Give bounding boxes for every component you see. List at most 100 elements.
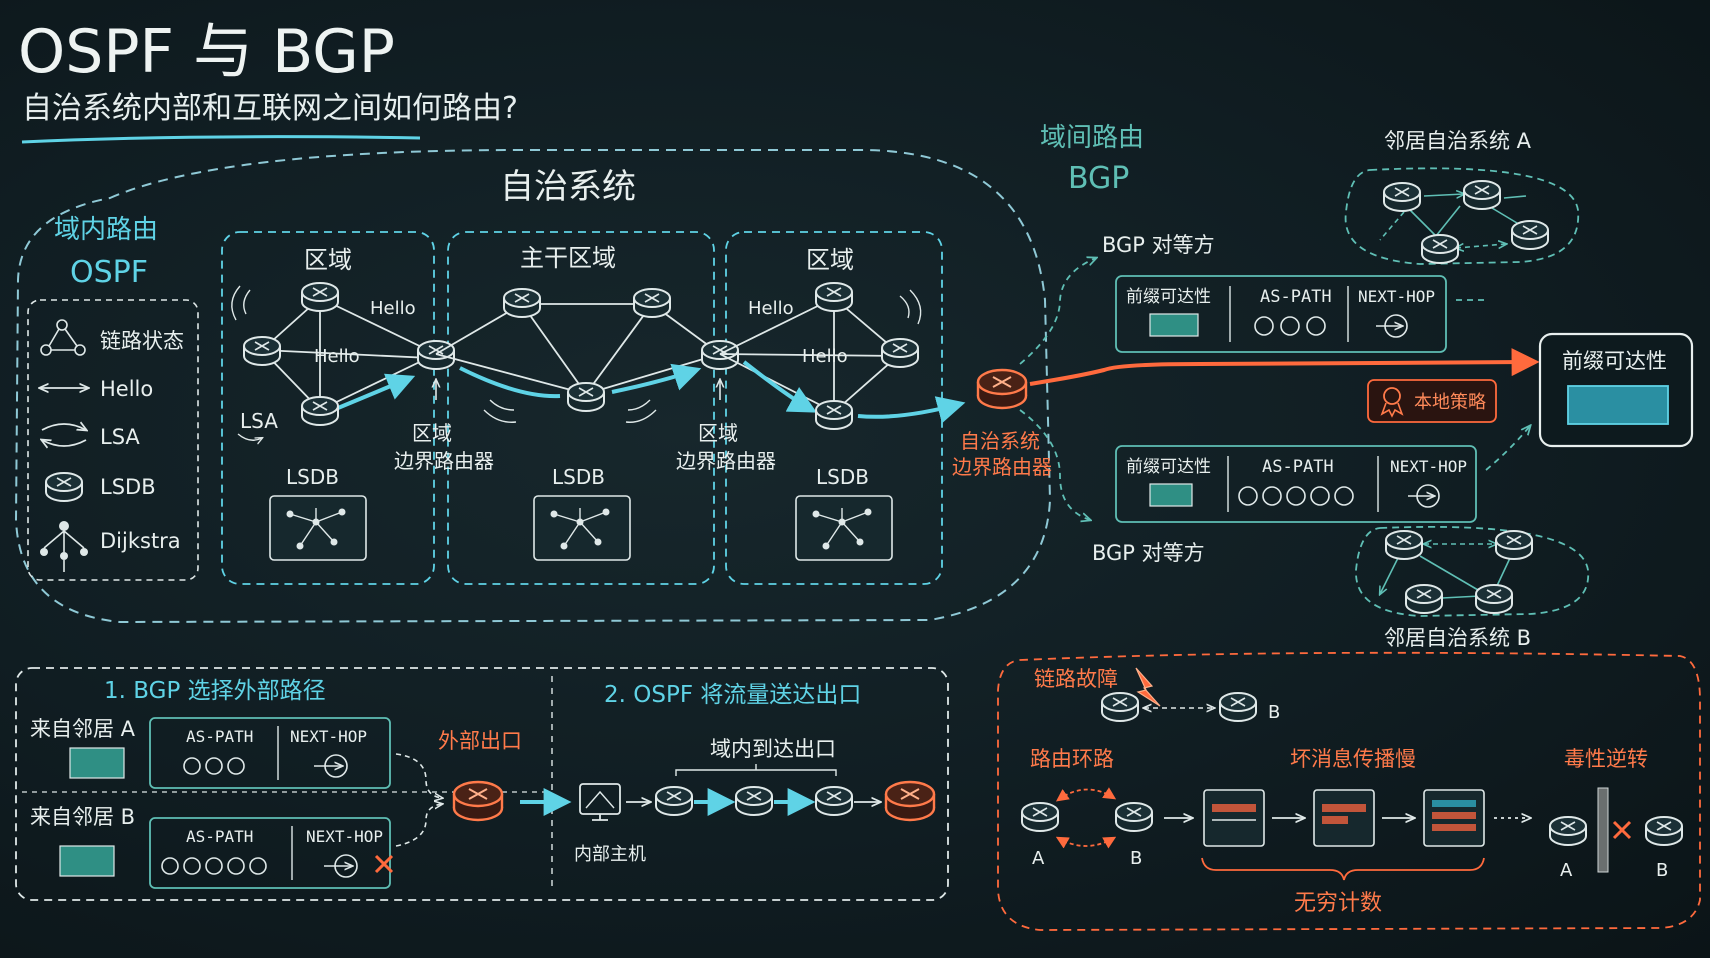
best-path-arrow: [1029, 348, 1540, 386]
intra-protocol-label: OSPF: [70, 255, 148, 290]
reachability-label: 前缀可达性: [1562, 349, 1667, 373]
page-title: OSPF 与 BGP: [18, 17, 395, 87]
lsdb-box: [533, 495, 631, 561]
candidate-route-a: 来自邻居 A AS-PATH NEXT-HOP: [30, 717, 442, 798]
legend-item-lsa: LSA: [42, 424, 140, 449]
legend-item-link-state: 链路状态: [40, 319, 184, 356]
loop-node-a-label: A: [1032, 848, 1045, 869]
ribbon-icon: [1380, 387, 1404, 418]
neighbor-a-label: 邻居自治系统 A: [1384, 129, 1532, 153]
rejected-x-icon: [374, 854, 394, 874]
router-icon: [815, 400, 853, 430]
backbone-links: [435, 303, 721, 395]
lsdb-box: [269, 495, 367, 561]
poison-node-b-label: B: [1656, 860, 1668, 881]
router-icon: [1219, 692, 1257, 722]
router-icon: [1383, 182, 1421, 212]
router-icon: [655, 786, 693, 816]
route-advert-top: 前缀可达性 AS-PATH NEXT-HOP: [1115, 275, 1447, 353]
data-flow-path: [742, 360, 817, 413]
legend-label: LSA: [100, 425, 140, 449]
router-icon: [567, 382, 605, 412]
candidate-route-b: 来自邻居 B AS-PATH NEXT-HOP: [30, 804, 442, 889]
prefix-label: 前缀可达性: [1126, 287, 1211, 307]
from-neighbor-a-label: 来自邻居 A: [30, 717, 136, 741]
bad-news-label: 坏消息传播慢: [1290, 747, 1416, 771]
lsdb-right: LSDB: [795, 465, 893, 561]
neighbor-as-a: [1344, 167, 1580, 265]
internal-host-label: 内部主机: [574, 844, 646, 865]
internal-host-icon: [579, 783, 621, 821]
router-icon: [1101, 692, 1139, 722]
router-icon: [1421, 234, 1459, 264]
link-failure-label: 链路故障: [1034, 667, 1118, 691]
router-icon: [881, 338, 919, 368]
prefix-block: [59, 845, 115, 877]
legend-item-dijkstra: Dijkstra: [40, 521, 181, 572]
step1-title: 1. BGP 选择外部路径: [104, 678, 326, 704]
lsdb-label: LSDB: [286, 465, 339, 489]
area-right-links: [719, 297, 901, 413]
routing-table-3: [1423, 789, 1485, 847]
hello-label: Hello: [314, 346, 360, 367]
loop-panel: [997, 651, 1701, 931]
lsa-cycle-icon: [42, 424, 86, 446]
inter-domain-label: 域间路由: [1040, 123, 1144, 153]
lsdb-router-icon: [45, 472, 83, 502]
dijkstra-tree-icon: [40, 521, 88, 572]
loop-arrow-top: [1055, 787, 1117, 802]
data-flow-path: [459, 366, 561, 399]
peer-link-bottom: [1019, 409, 1090, 520]
peer-link-top: [1019, 258, 1096, 365]
reachability-block: [1567, 385, 1669, 425]
lsa-label: LSA: [240, 409, 278, 433]
exit-router: [884, 780, 936, 822]
router-icon: [815, 282, 853, 312]
intra-reach-bracket: [675, 764, 837, 776]
steps-panel: [15, 667, 949, 901]
local-policy-badge: 本地策略: [1367, 379, 1497, 423]
router-icon: [1463, 180, 1501, 210]
local-policy-label: 本地策略: [1414, 392, 1486, 413]
count-brace: [1201, 857, 1485, 881]
as-path-hops: [1238, 486, 1354, 506]
legend-label: 链路状态: [100, 329, 184, 353]
next-hop-icon: [324, 854, 358, 878]
abr-left-label-2: 边界路由器: [394, 449, 494, 473]
poison-node-a-label: A: [1560, 860, 1573, 881]
router-icon: [633, 288, 671, 318]
as-path-hops: [161, 857, 267, 875]
blocked-x-icon: [1612, 820, 1632, 840]
lsdb-box: [795, 495, 893, 561]
lsdb-label: LSDB: [552, 465, 605, 489]
router-icon: [1549, 816, 1587, 846]
router-icon: [1645, 816, 1683, 846]
prefix-block: [69, 747, 125, 779]
from-neighbor-b-label: 来自邻居 B: [30, 805, 135, 829]
abr-right-label-1: 区域: [698, 421, 738, 445]
inter-protocol-label: BGP: [1068, 161, 1129, 196]
neighbor-as-b: [1355, 526, 1590, 617]
router-icon: [1021, 802, 1059, 832]
intra-reach-label: 域内到达出口: [710, 737, 836, 761]
router-icon: [1511, 220, 1549, 250]
count-to-infinity-label: 无穷计数: [1294, 891, 1382, 916]
rejected-route-arrow: [395, 804, 442, 847]
lsa-flow-arrow: [337, 373, 416, 410]
router-icon: [301, 396, 339, 426]
router-icon: [243, 336, 281, 366]
lsdb-left: LSDB: [269, 465, 367, 561]
route-attr-box: [149, 717, 391, 789]
area-left-title: 区域: [304, 246, 352, 274]
as-path-label: AS-PATH: [186, 827, 253, 846]
router-icon: [1475, 584, 1513, 614]
next-hop-label: NEXT-HOP: [1358, 287, 1435, 306]
as-title: 自治系统: [500, 167, 636, 207]
next-hop-label: NEXT-HOP: [290, 727, 367, 746]
data-flow-path: [611, 363, 702, 394]
asbr-label-1: 自治系统: [960, 429, 1040, 453]
bgp-peer-label-top: BGP 对等方: [1102, 233, 1215, 257]
route-advert-box: [1115, 445, 1477, 523]
legend-label: LSDB: [100, 475, 156, 499]
